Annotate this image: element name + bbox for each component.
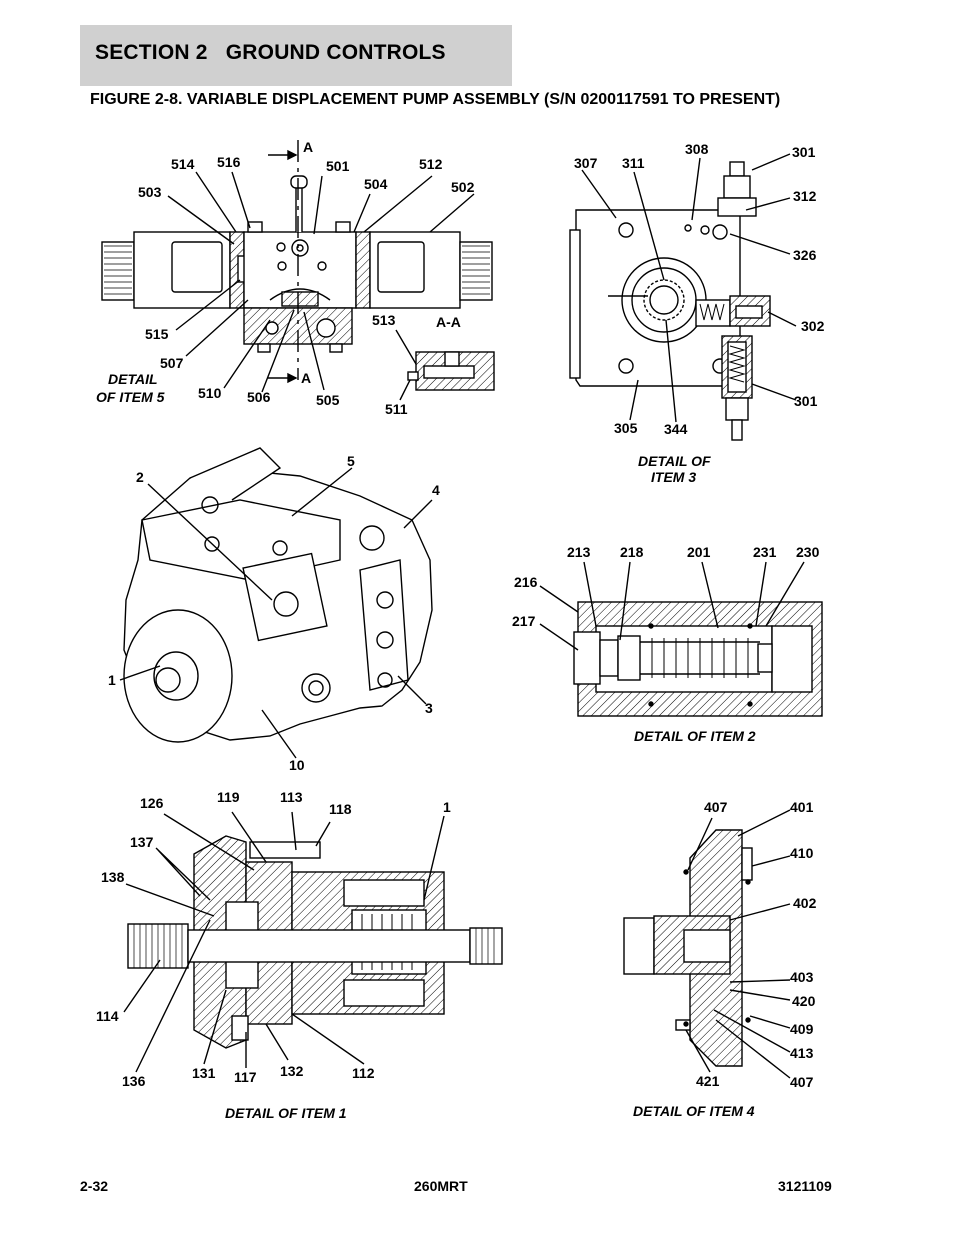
- callout-assembly-3: 3: [425, 700, 433, 716]
- figure-title: FIGURE 2-8. VARIABLE DISPLACEMENT PUMP A…: [90, 91, 781, 108]
- callout-detail5-511: 511: [385, 401, 408, 417]
- callout-detail3-308: 308: [685, 141, 709, 157]
- callout-detail3-301: 301: [792, 144, 816, 160]
- callout-detail5-512: 512: [419, 156, 443, 172]
- callout-detail5-505: 505: [316, 392, 340, 408]
- section-title: SECTION 2 GROUND CONTROLS: [95, 41, 446, 64]
- detail-item-1-drawing: [123, 811, 503, 1073]
- detail-item-4-drawing: [623, 809, 791, 1079]
- detail-item-5-drawing: [101, 140, 495, 401]
- callout-detail5-503: 503: [138, 184, 162, 200]
- callout-detail1-117: 117: [234, 1069, 257, 1085]
- document-number: 3121109: [778, 1178, 832, 1194]
- callout-detail1-136: 136: [122, 1073, 146, 1089]
- page-number: 2-32: [80, 1178, 109, 1194]
- callout-detail3-307: 307: [574, 155, 598, 171]
- callout-detail4-407: 407: [790, 1074, 814, 1090]
- callout-detail3-326: 326: [793, 247, 817, 263]
- caption-detail2: DETAIL OF ITEM 2: [634, 728, 756, 744]
- callout-assembly-2: 2: [136, 469, 144, 485]
- callout-detail1-137: 137: [130, 834, 154, 850]
- caption-detail3-line2: ITEM 3: [651, 469, 696, 485]
- callout-assembly-1: 1: [108, 672, 116, 688]
- callout-detail2-231: 231: [753, 544, 777, 560]
- callout-detail4-409: 409: [790, 1021, 814, 1037]
- callout-detail5-501: 501: [326, 158, 350, 174]
- callout-detail4-403: 403: [790, 969, 814, 985]
- pump-assembly-view: [119, 447, 433, 759]
- callout-detail4-401: 401: [790, 799, 814, 815]
- callout-assembly-10: 10: [289, 757, 305, 773]
- callout-detail5-515: 515: [145, 326, 169, 342]
- caption-detail5-line1: DETAIL: [108, 371, 158, 387]
- detail-item-2-drawing: [539, 561, 823, 717]
- callout-detail4-410: 410: [790, 845, 814, 861]
- callout-detail2-216: 216: [514, 574, 538, 590]
- callout-detail2-230: 230: [796, 544, 820, 560]
- callout-detail1-119: 119: [217, 789, 240, 805]
- callout-detail1-118: 118: [329, 801, 352, 817]
- caption-detail1: DETAIL OF ITEM 1: [225, 1105, 347, 1121]
- caption-detail3-line1: DETAIL OF: [638, 453, 711, 469]
- callout-detail1-131: 131: [192, 1065, 216, 1081]
- model-name: 260MRT: [414, 1178, 468, 1194]
- callout-detail5-a: A: [303, 139, 313, 155]
- callout-detail1-1: 1: [443, 799, 451, 815]
- callout-detail5-a: A: [301, 370, 311, 386]
- callout-detail5-507: 507: [160, 355, 184, 371]
- callout-detail3-301: 301: [794, 393, 818, 409]
- callout-detail5-506: 506: [247, 389, 271, 405]
- callout-detail4-413: 413: [790, 1045, 814, 1061]
- callout-detail3-344: 344: [664, 421, 688, 437]
- callout-detail4-421: 421: [696, 1073, 720, 1089]
- caption-detail4: DETAIL OF ITEM 4: [633, 1103, 755, 1119]
- callout-detail4-407: 407: [704, 799, 728, 815]
- detail-item-3-drawing: [569, 153, 797, 441]
- callout-detail3-302: 302: [801, 318, 825, 334]
- callout-detail1-126: 126: [140, 795, 164, 811]
- callout-detail3-311: 311: [622, 155, 645, 171]
- callout-detail1-112: 112: [352, 1065, 375, 1081]
- callout-detail2-213: 213: [567, 544, 591, 560]
- callout-detail4-402: 402: [793, 895, 817, 911]
- callout-detail5-516: 516: [217, 154, 241, 170]
- callout-detail1-138: 138: [101, 869, 125, 885]
- callout-assembly-4: 4: [432, 482, 440, 498]
- callout-assembly-5: 5: [347, 453, 355, 469]
- callout-detail5-514: 514: [171, 156, 195, 172]
- callout-detail5-513: 513: [372, 312, 396, 328]
- callout-detail3-312: 312: [793, 188, 817, 204]
- section-header-bar: [80, 25, 512, 86]
- callout-detail1-113: 113: [280, 789, 303, 805]
- callout-detail1-114: 114: [96, 1008, 119, 1024]
- caption-detail5-line2: OF ITEM 5: [96, 389, 165, 405]
- callout-detail2-218: 218: [620, 544, 644, 560]
- callout-detail2-201: 201: [687, 544, 711, 560]
- callout-detail5-502: 502: [451, 179, 475, 195]
- callout-detail4-420: 420: [792, 993, 816, 1009]
- callout-detail2-217: 217: [512, 613, 536, 629]
- callout-detail3-305: 305: [614, 420, 638, 436]
- callout-detail5-a-a: A-A: [436, 314, 461, 330]
- callout-detail1-132: 132: [280, 1063, 304, 1079]
- callout-detail5-504: 504: [364, 176, 388, 192]
- callout-detail5-510: 510: [198, 385, 222, 401]
